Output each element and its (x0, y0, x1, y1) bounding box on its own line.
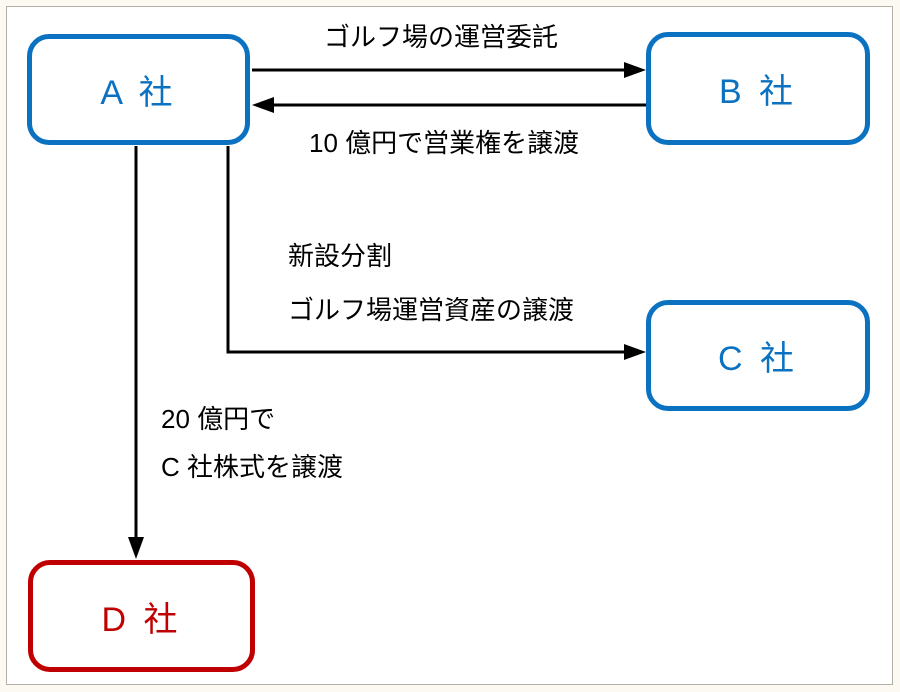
label-golf-operation-consignment: ゴルフ場の運営委託 (324, 22, 559, 52)
label-price-2b-yen: 20 億円で (161, 404, 276, 434)
label-golf-asset-transfer: ゴルフ場運営資産の譲渡 (288, 295, 575, 325)
company-a-label: A 社 (100, 74, 177, 112)
company-a-node: A 社 (27, 34, 250, 145)
company-d-node: D 社 (28, 560, 255, 672)
company-d-label: D 社 (101, 600, 182, 639)
company-b-node: B 社 (646, 32, 870, 145)
company-c-node: C 社 (646, 300, 870, 411)
label-incorporation-type-split: 新設分割 (288, 241, 393, 271)
label-c-share-transfer: C 社株式を譲渡 (161, 452, 344, 482)
company-b-label: B 社 (718, 73, 798, 111)
company-c-label: C 社 (718, 340, 798, 378)
label-goodwill-transfer-1b-yen: 10 億円で営業権を譲渡 (309, 128, 580, 158)
